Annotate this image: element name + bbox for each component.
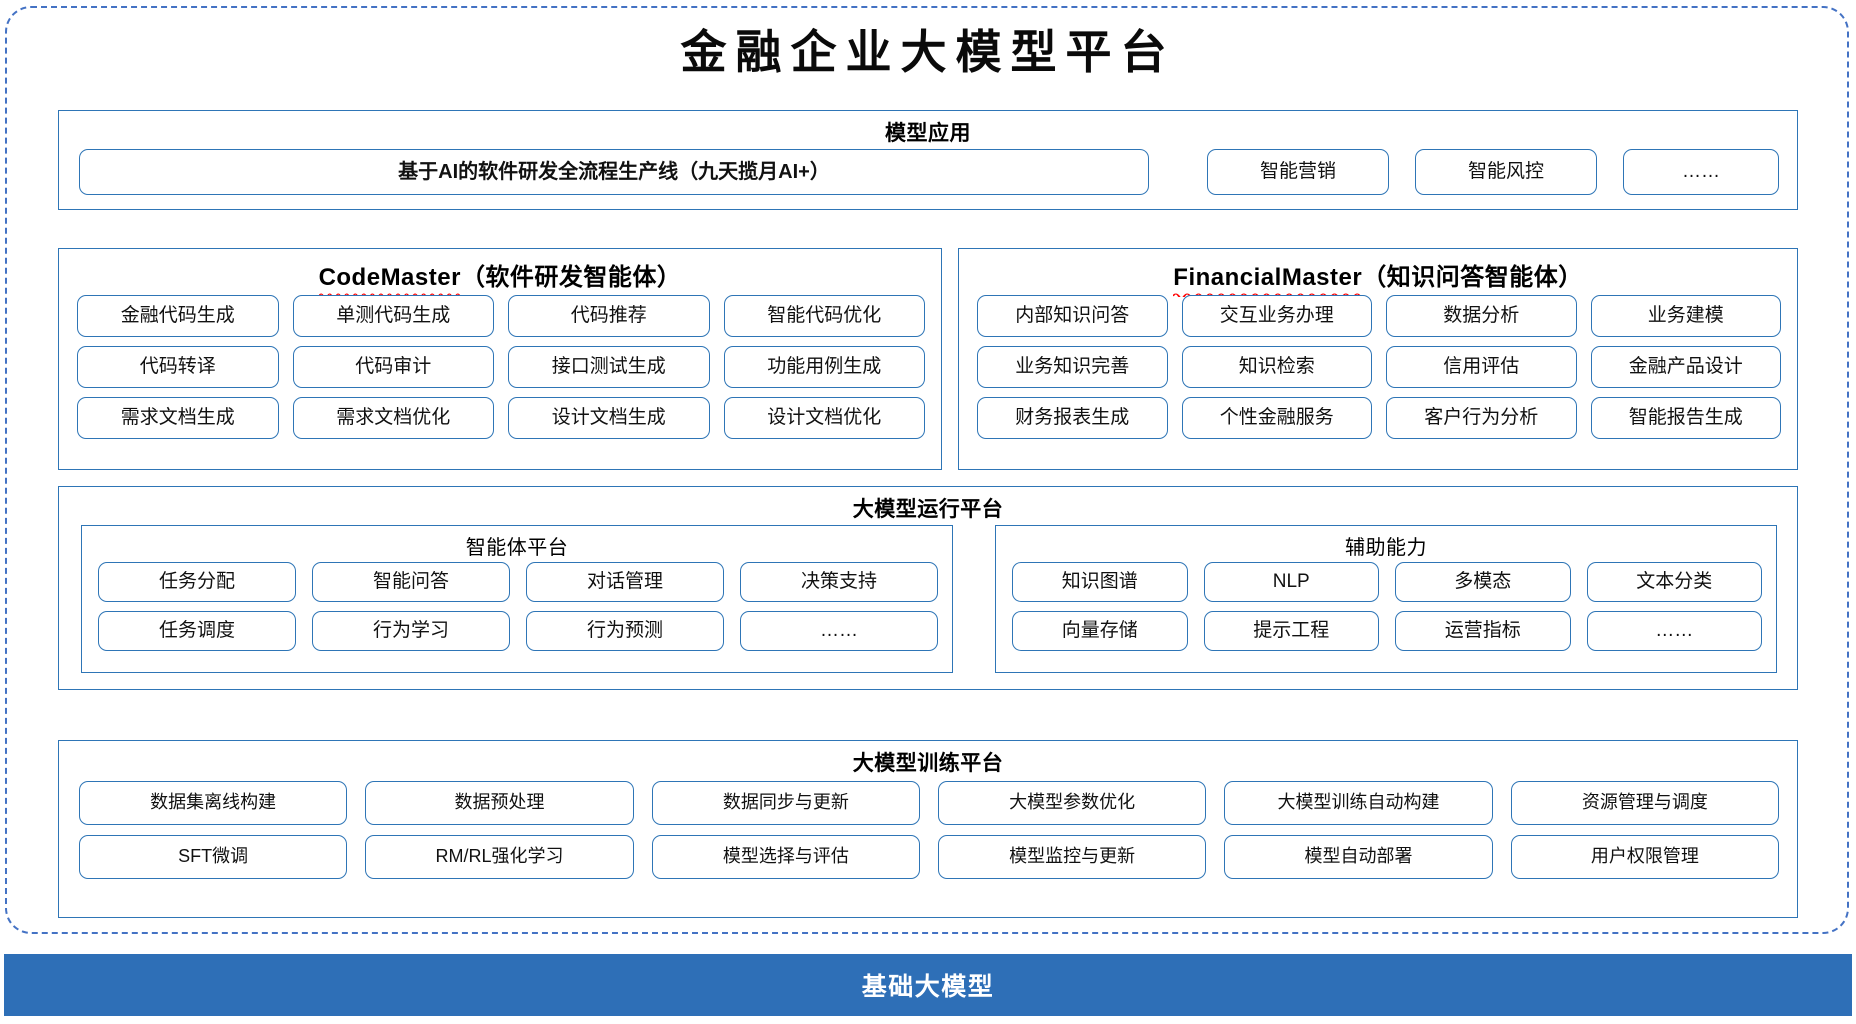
capability-item-more[interactable]: …… bbox=[1586, 611, 1762, 651]
capability-item[interactable]: 代码审计 bbox=[292, 346, 494, 388]
section-codemaster: CodeMaster （软件研发智能体） 金融代码生成 单测代码生成 代码推荐 … bbox=[58, 248, 942, 470]
capability-item[interactable]: 任务分配 bbox=[98, 562, 296, 602]
section-title-codemaster: CodeMaster （软件研发智能体） bbox=[59, 257, 941, 297]
capability-item[interactable]: 金融代码生成 bbox=[77, 295, 279, 337]
codemaster-capability-grid: 金融代码生成 单测代码生成 代码推荐 智能代码优化 代码转译 代码审计 接口测试… bbox=[77, 295, 925, 439]
capability-item[interactable]: 需求文档生成 bbox=[77, 397, 279, 439]
capability-item[interactable]: 代码推荐 bbox=[508, 295, 710, 337]
subsection-title-agent-platform: 智能体平台 bbox=[465, 537, 569, 559]
financialmaster-suffix: （知识问答智能体） bbox=[1362, 264, 1583, 291]
section-title-model-application: 模型应用 bbox=[885, 122, 971, 145]
capability-item[interactable]: 交互业务办理 bbox=[1181, 295, 1372, 337]
capability-item[interactable]: 设计文档优化 bbox=[723, 397, 925, 439]
capability-item[interactable]: 智能问答 bbox=[312, 562, 510, 602]
spellcheck-squiggle-icon bbox=[318, 293, 461, 297]
capability-item[interactable]: 个性金融服务 bbox=[1181, 397, 1372, 439]
auxiliary-capability-grid: 知识图谱 NLP 多模态 文本分类 向量存储 提示工程 运营指标 …… bbox=[1012, 562, 1762, 651]
capability-item[interactable]: 运营指标 bbox=[1395, 611, 1571, 651]
capability-item[interactable]: 模型选择与评估 bbox=[651, 835, 920, 879]
capability-item-more[interactable]: …… bbox=[740, 611, 938, 651]
capability-item[interactable]: 模型监控与更新 bbox=[938, 835, 1207, 879]
agent-platform-grid: 任务分配 智能问答 对话管理 决策支持 任务调度 行为学习 行为预测 …… bbox=[98, 562, 938, 651]
capability-item[interactable]: NLP bbox=[1203, 562, 1379, 602]
codemaster-suffix: （软件研发智能体） bbox=[460, 264, 682, 291]
financialmaster-capability-grid: 内部知识问答 交互业务办理 数据分析 业务建模 业务知识完善 知识检索 信用评估… bbox=[977, 295, 1781, 439]
section-financialmaster: FinancialMaster （知识问答智能体） 内部知识问答 交互业务办理 … bbox=[958, 248, 1798, 470]
capability-item[interactable]: 行为学习 bbox=[312, 611, 510, 651]
capability-item[interactable]: 文本分类 bbox=[1586, 562, 1762, 602]
codemaster-name-misspelled: CodeMaster bbox=[318, 264, 461, 297]
app-card-smart-marketing[interactable]: 智能营销 bbox=[1207, 149, 1389, 195]
capability-item[interactable]: 接口测试生成 bbox=[508, 346, 710, 388]
capability-item[interactable]: 代码转译 bbox=[77, 346, 279, 388]
section-title-financialmaster: FinancialMaster （知识问答智能体） bbox=[959, 257, 1797, 297]
capability-item[interactable]: 行为预测 bbox=[526, 611, 724, 651]
capability-item[interactable]: 资源管理与调度 bbox=[1510, 781, 1779, 825]
capability-item[interactable]: 业务建模 bbox=[1590, 295, 1781, 337]
capability-item[interactable]: 数据分析 bbox=[1386, 295, 1577, 337]
app-card-ai-pipeline[interactable]: 基于AI的软件研发全流程生产线（九天揽月AI+） bbox=[79, 149, 1149, 195]
capability-item[interactable]: 提示工程 bbox=[1203, 611, 1379, 651]
capability-item[interactable]: 业务知识完善 bbox=[977, 346, 1168, 388]
base-model-bar: 基础大模型 bbox=[4, 954, 1852, 1016]
capability-item[interactable]: 对话管理 bbox=[526, 562, 724, 602]
spellcheck-squiggle-icon bbox=[1173, 293, 1362, 297]
capability-item[interactable]: SFT微调 bbox=[79, 835, 348, 879]
capability-item[interactable]: 大模型参数优化 bbox=[938, 781, 1207, 825]
app-card-smart-risk-control[interactable]: 智能风控 bbox=[1415, 149, 1597, 195]
capability-item[interactable]: 客户行为分析 bbox=[1386, 397, 1577, 439]
section-run-platform: 大模型运行平台 智能体平台 任务分配 智能问答 对话管理 决策支持 任务调度 行… bbox=[58, 486, 1798, 690]
subsection-title-auxiliary: 辅助能力 bbox=[1345, 537, 1427, 559]
app-card-more[interactable]: …… bbox=[1623, 149, 1779, 195]
capability-item[interactable]: 模型自动部署 bbox=[1224, 835, 1493, 879]
financialmaster-name-misspelled: FinancialMaster bbox=[1173, 264, 1362, 297]
section-model-application: 模型应用 基于AI的软件研发全流程生产线（九天揽月AI+） 智能营销 智能风控 … bbox=[58, 110, 1798, 210]
capability-item[interactable]: 数据集离线构建 bbox=[79, 781, 348, 825]
capability-item[interactable]: 内部知识问答 bbox=[977, 295, 1168, 337]
subsection-auxiliary-capability: 辅助能力 知识图谱 NLP 多模态 文本分类 向量存储 提示工程 运营指标 …… bbox=[995, 525, 1777, 673]
capability-item[interactable]: 财务报表生成 bbox=[977, 397, 1168, 439]
capability-item[interactable]: 知识图谱 bbox=[1012, 562, 1188, 602]
section-title-run-platform: 大模型运行平台 bbox=[852, 498, 1004, 521]
capability-item[interactable]: 多模态 bbox=[1395, 562, 1571, 602]
capability-item[interactable]: 需求文档优化 bbox=[292, 397, 494, 439]
capability-item[interactable]: 向量存储 bbox=[1012, 611, 1188, 651]
capability-item[interactable]: 智能报告生成 bbox=[1590, 397, 1781, 439]
capability-item[interactable]: 功能用例生成 bbox=[723, 346, 925, 388]
capability-item[interactable]: 用户权限管理 bbox=[1510, 835, 1779, 879]
capability-item[interactable]: 数据同步与更新 bbox=[651, 781, 920, 825]
page-title: 金融企业大模型平台 bbox=[680, 27, 1176, 78]
capability-item[interactable]: RM/RL强化学习 bbox=[365, 835, 634, 879]
capability-item[interactable]: 决策支持 bbox=[740, 562, 938, 602]
capability-item[interactable]: 数据预处理 bbox=[365, 781, 634, 825]
capability-item[interactable]: 知识检索 bbox=[1181, 346, 1372, 388]
capability-item[interactable]: 金融产品设计 bbox=[1590, 346, 1781, 388]
capability-item[interactable]: 大模型训练自动构建 bbox=[1224, 781, 1493, 825]
section-title-train-platform: 大模型训练平台 bbox=[852, 752, 1004, 775]
subsection-agent-platform: 智能体平台 任务分配 智能问答 对话管理 决策支持 任务调度 行为学习 行为预测… bbox=[81, 525, 953, 673]
capability-item[interactable]: 智能代码优化 bbox=[723, 295, 925, 337]
train-platform-grid: 数据集离线构建 数据预处理 数据同步与更新 大模型参数优化 大模型训练自动构建 … bbox=[79, 781, 1779, 879]
capability-item[interactable]: 设计文档生成 bbox=[508, 397, 710, 439]
capability-item[interactable]: 任务调度 bbox=[98, 611, 296, 651]
section-train-platform: 大模型训练平台 数据集离线构建 数据预处理 数据同步与更新 大模型参数优化 大模… bbox=[58, 740, 1798, 918]
capability-item[interactable]: 信用评估 bbox=[1386, 346, 1577, 388]
capability-item[interactable]: 单测代码生成 bbox=[292, 295, 494, 337]
outer-dashed-frame bbox=[5, 6, 1849, 934]
